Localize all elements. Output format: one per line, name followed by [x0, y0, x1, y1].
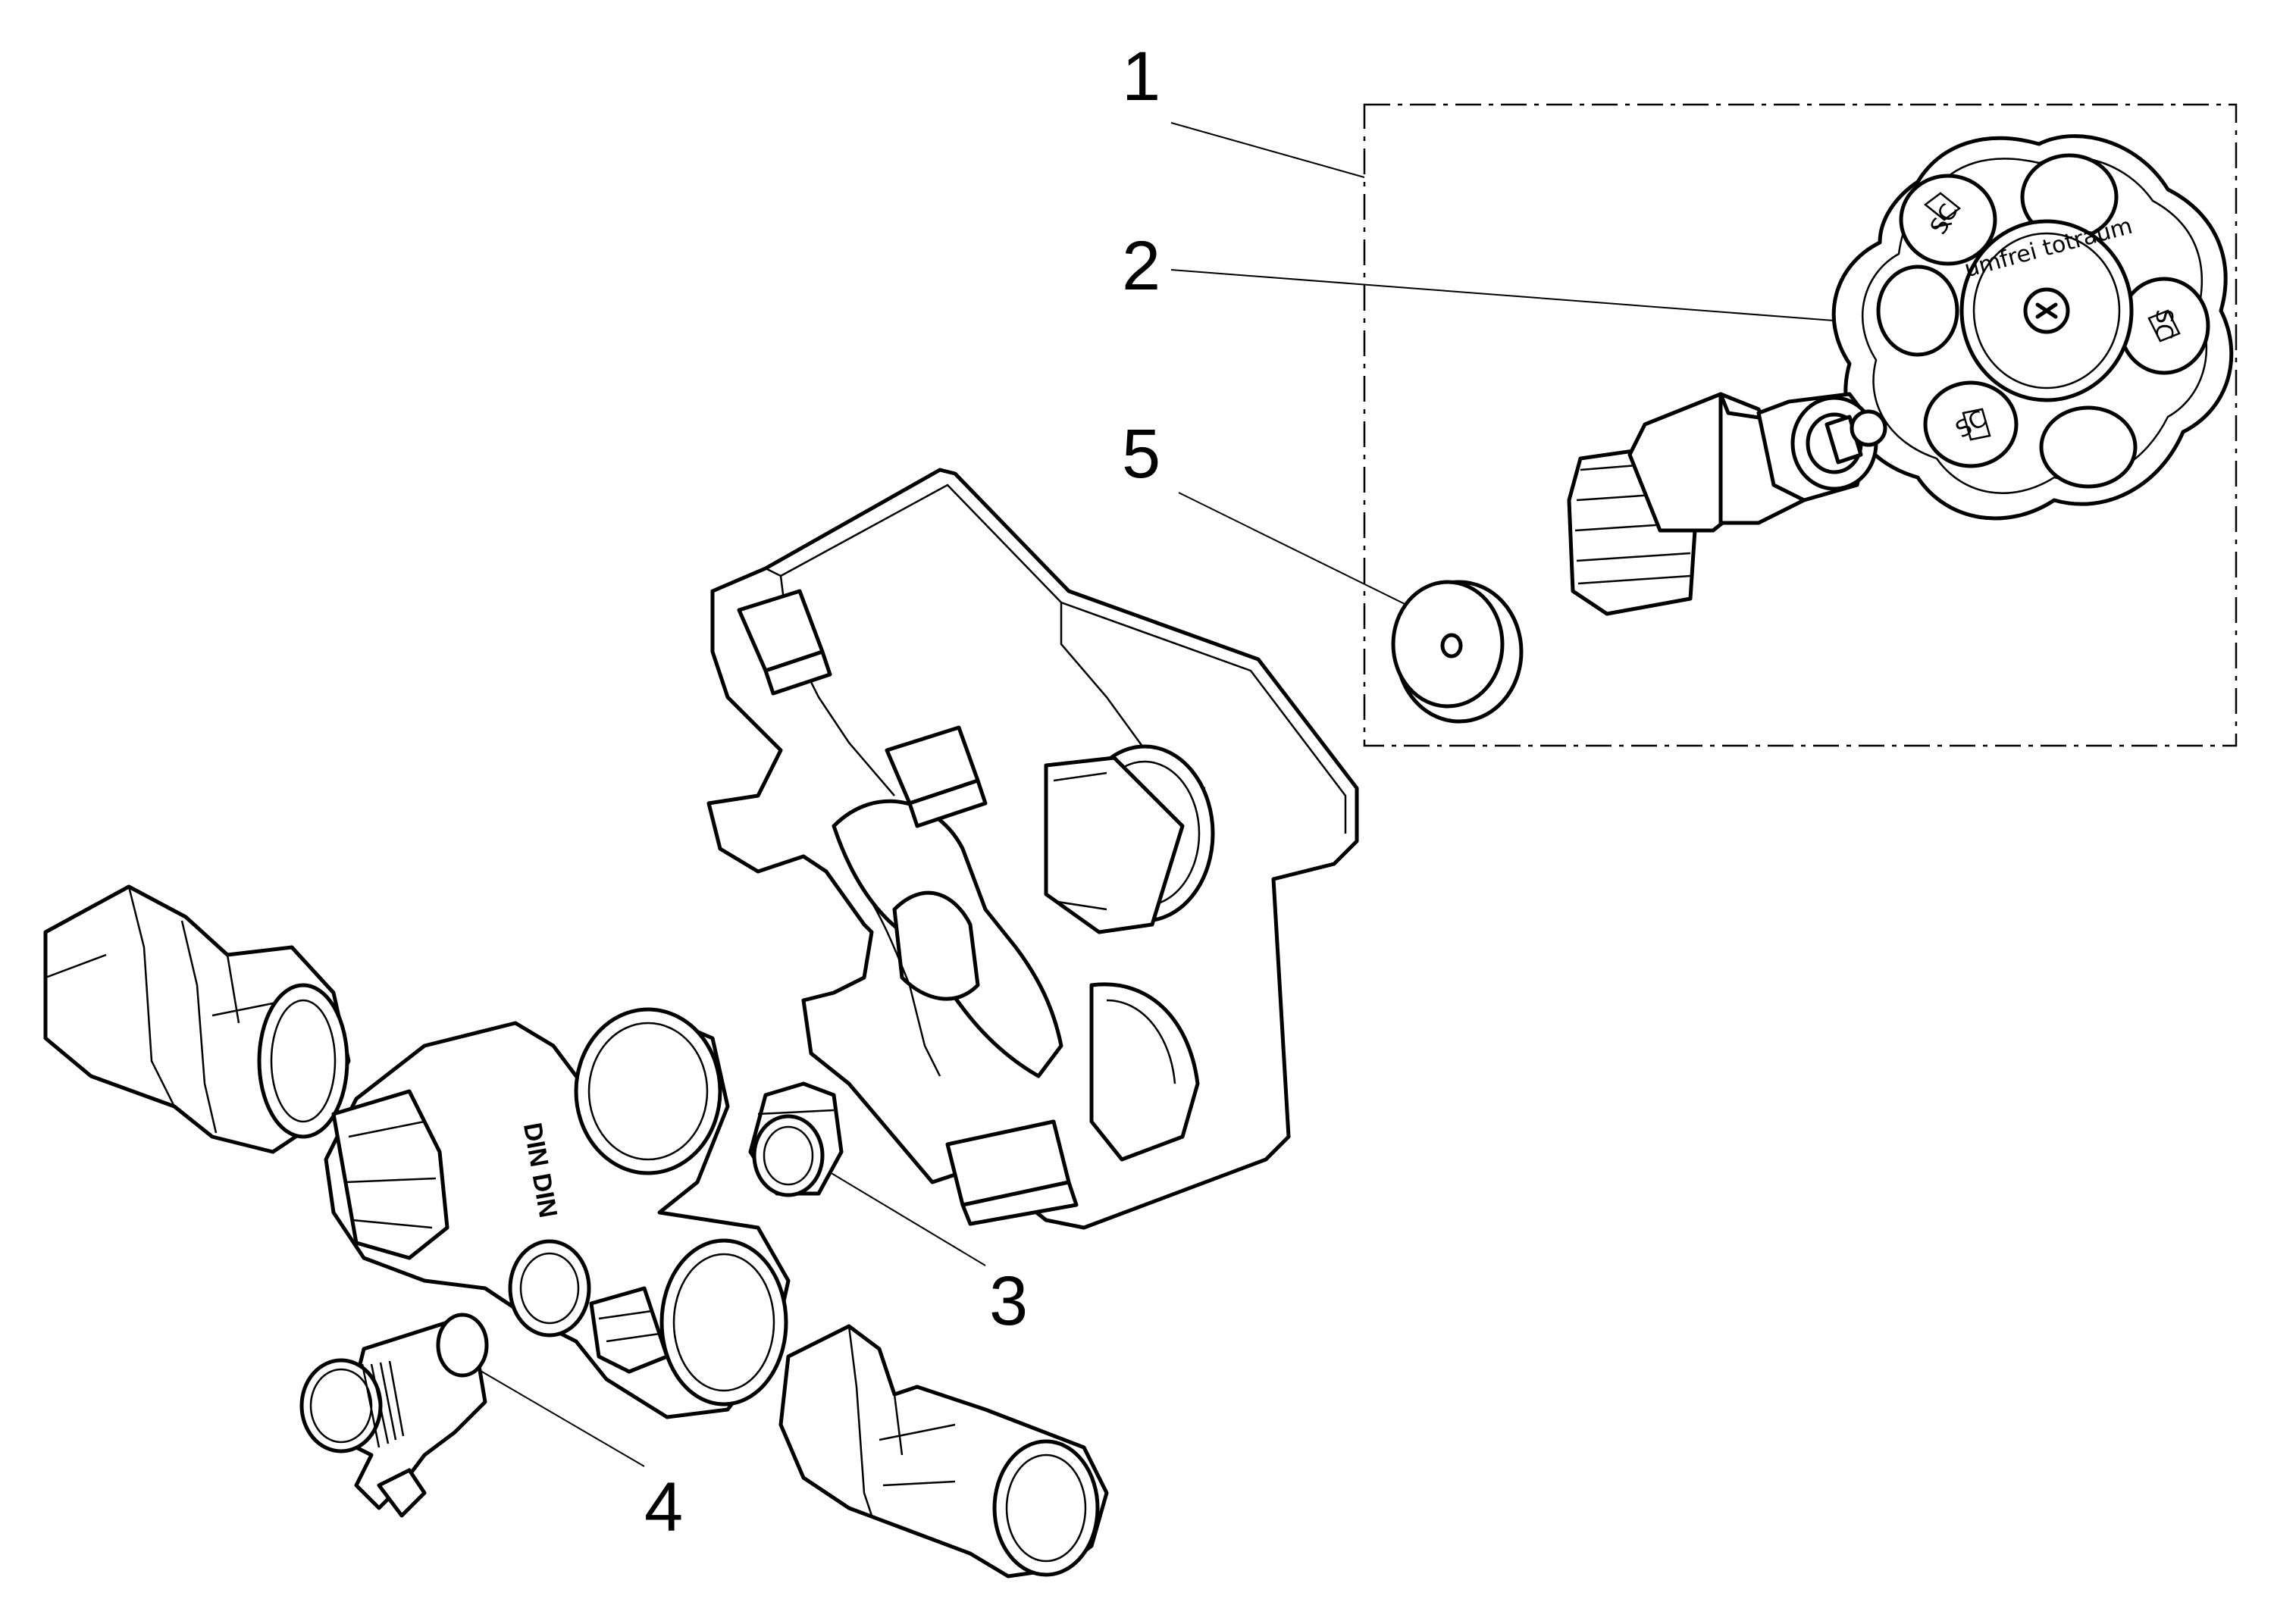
plug-nipple	[748, 1081, 844, 1197]
callout-2: 2	[1122, 227, 1160, 305]
knob-logo-right: SC	[2150, 309, 2177, 340]
callout-1: 1	[1122, 38, 1160, 115]
leader-line-5	[1178, 492, 1449, 626]
handwheel: SC SC SC umfrei totraum	[1831, 134, 2234, 521]
leader-line-4	[462, 1360, 645, 1467]
drain-valve-cap	[299, 1358, 383, 1453]
leader-line-3	[814, 1162, 986, 1266]
leader-line-1	[1170, 122, 1365, 178]
valve-spindle	[1567, 392, 1887, 616]
callout-4: 4	[644, 1469, 683, 1546]
callout-3: 3	[989, 1263, 1028, 1340]
item1-group-frame	[1363, 103, 2238, 747]
drain-valve	[299, 1313, 489, 1518]
press-fitting-left	[43, 884, 351, 1154]
valve-body: DIN DIN	[324, 1007, 791, 1419]
callout-5: 5	[1122, 415, 1160, 493]
washer	[1391, 580, 1524, 724]
press-fitting-right	[778, 1324, 1109, 1579]
insulation-housing	[706, 468, 1359, 1230]
leader-line-2	[1170, 269, 1854, 323]
